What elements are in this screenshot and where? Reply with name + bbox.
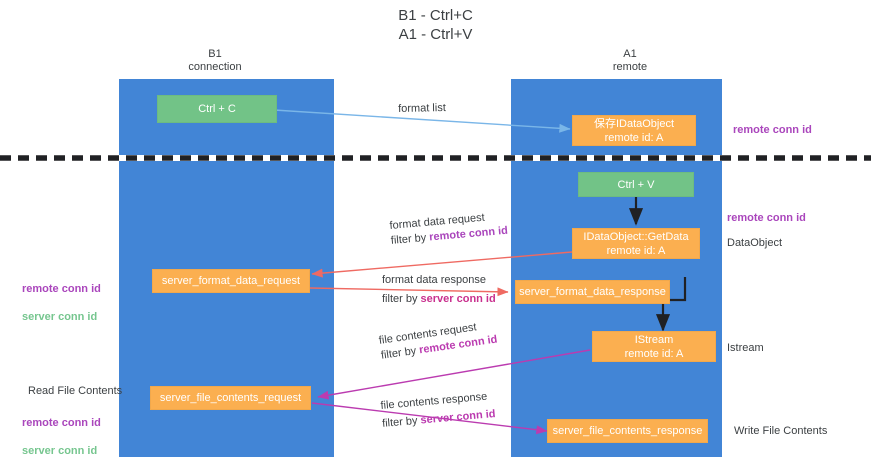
idataobject-getdata-node[interactable]: IDataObject::GetData remote id: A <box>572 228 700 259</box>
edge-filter-prefix-1: filter by <box>390 231 430 247</box>
right-label-remote-conn-id-1: remote conn id <box>733 124 812 136</box>
edge-filter-highlight-4: server conn id <box>420 408 496 427</box>
right-label-remote-conn-id-2: remote conn id <box>727 212 806 224</box>
server-file-contents-response-node[interactable]: server_file_contents_response <box>547 419 708 443</box>
edge-label-format-list-line1: format list <box>398 102 446 115</box>
server-file-contents-request-node[interactable]: server_file_contents_request <box>150 386 311 410</box>
lane-a1-lower <box>511 161 722 457</box>
edge-label-format-data-response-line2: filter by server conn id <box>382 292 496 307</box>
column-header-b1: B1 connection <box>188 48 242 73</box>
save-idataobject-node[interactable]: 保存IDataObject remote id: A <box>572 115 696 146</box>
edge-label-format-data-response: format data response filter by server co… <box>382 273 496 307</box>
right-label-dataobject: DataObject <box>727 237 783 249</box>
edge-label-file-contents-request: file contents request filter by remote c… <box>378 318 498 364</box>
server-format-data-response-node[interactable]: server_format_data_response <box>515 280 670 304</box>
diagram-title: B1 - Ctrl+C A1 - Ctrl+V <box>398 7 473 43</box>
ctrl-v-node[interactable]: Ctrl + V <box>578 172 694 197</box>
edge-label-format-list: format list <box>398 101 446 117</box>
server-format-data-request-node[interactable]: server_format_data_request <box>152 269 310 293</box>
right-label-write-file: Write File Contents <box>734 425 828 437</box>
left-label-conn-ids-2: remote conn id server conn id <box>22 402 101 472</box>
column-header-a1: A1 remote <box>612 48 648 73</box>
left-label-conn-ids: remote conn id server conn id <box>22 268 101 338</box>
section-divider <box>0 155 871 161</box>
edge-filter-prefix-4: filter by <box>381 414 422 430</box>
left-label-remote-conn-id: remote conn id <box>22 283 101 295</box>
edge-filter-highlight-2: server conn id <box>420 293 496 305</box>
edge-label-format-data-request: format data request filter by remote con… <box>389 209 509 249</box>
edge-label-file-contents-response: file contents response filter by server … <box>380 389 496 432</box>
lane-b1-lower <box>119 161 334 457</box>
ctrl-c-node[interactable]: Ctrl + C <box>157 95 277 123</box>
left-label-remote-conn-id-2: remote conn id <box>22 417 101 429</box>
left-label-server-conn-id-2: server conn id <box>22 445 98 457</box>
istream-node[interactable]: IStream remote id: A <box>592 331 716 362</box>
edge-filter-prefix-2: filter by <box>382 293 421 305</box>
edge-filter-prefix-3: filter by <box>380 344 421 362</box>
left-label-server-conn-id: server conn id <box>22 311 98 323</box>
left-label-read-file: Read File Contents <box>28 385 123 397</box>
right-label-istream: Istream <box>727 342 764 354</box>
edge-label-format-data-response-line1: format data response <box>382 274 486 286</box>
